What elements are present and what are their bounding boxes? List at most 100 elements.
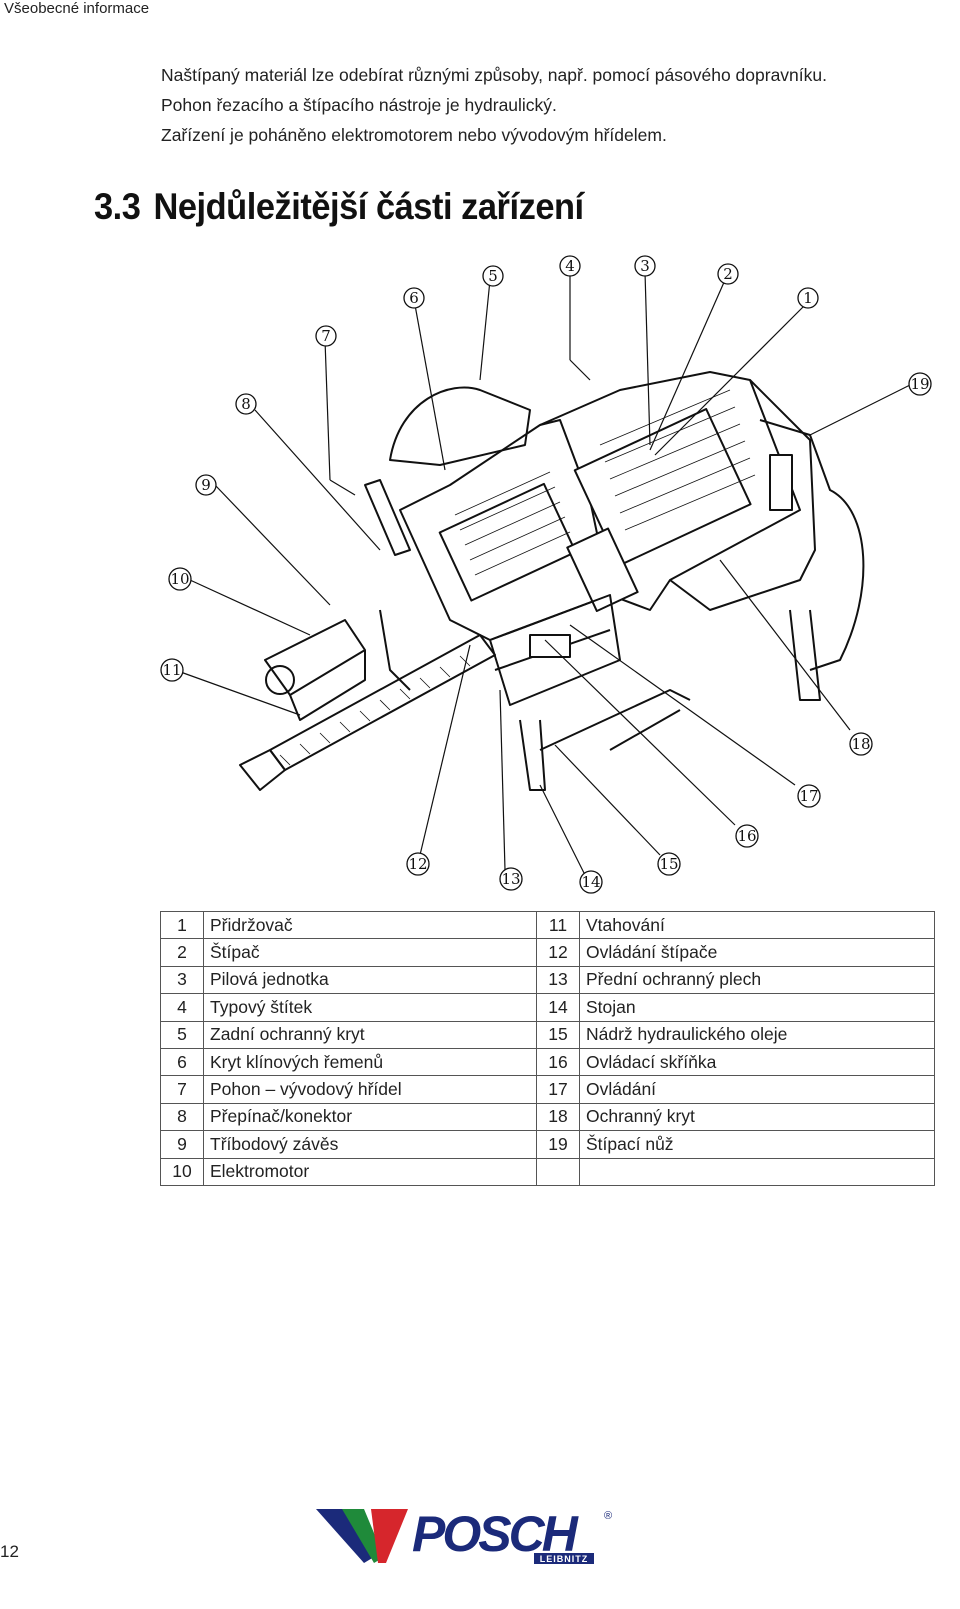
intro-line: Zařízení je poháněno elektromotorem nebo… [161,125,667,145]
callout-12: 12 [406,852,430,876]
part-number: 17 [536,1075,580,1104]
svg-text:5: 5 [488,267,498,285]
part-number: 6 [160,1047,204,1077]
callout-1: 1 [797,287,819,309]
callout-9: 9 [195,474,217,496]
part-label: Pilová jednotka [203,965,537,995]
svg-text:18: 18 [851,735,870,753]
running-header: Všeobecné informace [4,0,150,17]
part-number: 4 [160,993,204,1022]
callout-3: 3 [634,255,656,277]
part-number: 12 [536,938,580,967]
part-label: Pohon – vývodový hřídel [203,1075,537,1104]
section-number: 3.3 [94,186,141,227]
part-number: 16 [536,1047,580,1077]
table-row: 4 Typový štítek 14 Stojan [160,993,935,1022]
callout-5: 5 [482,265,504,287]
callout-13: 13 [499,867,523,891]
svg-text:2: 2 [723,265,733,283]
svg-text:13: 13 [501,870,520,888]
table-row: 2 Štípač 12 Ovládání štípače [160,938,935,967]
svg-text:14: 14 [581,873,600,891]
intro-line: Pohon řezacího a štípacího nástroje je h… [161,95,557,115]
svg-text:10: 10 [170,570,189,588]
svg-text:1: 1 [803,289,813,307]
callout-8: 8 [235,393,257,415]
intro-text: Naštípaný materiál lze odebírat různými … [161,60,827,150]
part-label: Ochranný kryt [579,1102,935,1132]
part-label: Zadní ochranný kryt [203,1020,537,1049]
svg-text:11: 11 [162,661,181,679]
parts-table: 1 Přidržovač 11 Vtahování 2 Štípač 12 Ov… [160,910,935,1186]
part-label: Kryt klínových řemenů [203,1047,537,1077]
part-number: 8 [160,1102,204,1132]
part-label: Přední ochranný plech [579,965,935,995]
svg-text:3: 3 [640,257,650,275]
svg-text:LEIBNITZ: LEIBNITZ [540,1554,589,1564]
part-number: 5 [160,1020,204,1049]
page-number: 12 [0,1542,19,1561]
callout-6: 6 [403,287,425,309]
table-row: 9 Tříbodový závěs 19 Štípací nůž [160,1130,935,1159]
callout-15: 15 [657,852,681,876]
svg-text:6: 6 [409,289,419,307]
machine-diagram: 1 2 3 4 5 6 7 [150,250,940,900]
part-number: 1 [160,910,204,940]
callout-18: 18 [849,732,873,756]
machine-illustration: 1 2 3 4 5 6 7 [160,255,932,894]
part-label: Ovládání [579,1075,935,1104]
part-label: Nádrž hydraulického oleje [579,1020,935,1049]
table-row: 7 Pohon – vývodový hřídel 17 Ovládání [160,1075,935,1104]
part-number: 7 [160,1075,204,1104]
part-number: 9 [160,1130,204,1159]
part-label: Vtahování [579,910,935,940]
table-row: 8 Přepínač/konektor 18 Ochranný kryt [160,1102,935,1132]
part-label: Elektromotor [203,1157,537,1186]
svg-text:15: 15 [659,855,678,873]
part-label: Štípací nůž [579,1130,935,1159]
part-number: 3 [160,965,204,995]
part-number: 11 [536,910,580,940]
svg-text:4: 4 [565,257,575,275]
callout-16: 16 [735,824,759,848]
logo-graphic: POSCH ® LEIBNITZ [316,1506,612,1564]
part-label: Tříbodový závěs [203,1130,537,1159]
callout-7: 7 [315,325,337,347]
callout-10: 10 [168,567,192,591]
part-label: Typový štítek [203,993,537,1022]
callout-17: 17 [797,784,821,808]
table-row: 1 Přidržovač 11 Vtahování [160,910,935,940]
svg-text:17: 17 [799,787,818,805]
table-row: 3 Pilová jednotka 13 Přední ochranný ple… [160,965,935,995]
part-label: Stojan [579,993,935,1022]
table-row: 6 Kryt klínových řemenů 16 Ovládací skří… [160,1047,935,1077]
part-number: 19 [536,1130,580,1159]
callout-4: 4 [559,255,581,277]
part-label: Ovládání štípače [579,938,935,967]
part-number: 2 [160,938,204,967]
part-label: Ovládací skříňka [579,1047,935,1077]
svg-text:POSCH: POSCH [412,1506,579,1562]
table-row: 5 Zadní ochranný kryt 15 Nádrž hydraulic… [160,1020,935,1049]
svg-text:9: 9 [201,476,211,494]
section-title: Nejdůležitější části zařízení [153,186,584,227]
svg-text:19: 19 [910,375,929,393]
part-number [536,1157,580,1186]
part-number: 10 [160,1157,204,1186]
callout-19: 19 [908,372,932,396]
part-number: 14 [536,993,580,1022]
callout-2: 2 [717,263,739,285]
svg-text:12: 12 [408,855,427,873]
section-heading: 3.3 Nejdůležitější části zařízení [94,186,597,228]
svg-text:®: ® [604,1510,612,1522]
svg-text:16: 16 [737,827,756,845]
part-number: 18 [536,1102,580,1132]
intro-line: Naštípaný materiál lze odebírat různými … [161,65,827,85]
callout-14: 14 [579,870,603,894]
part-label: Přidržovač [203,910,537,940]
svg-text:8: 8 [241,395,251,413]
part-number: 15 [536,1020,580,1049]
posch-logo: POSCH ® LEIBNITZ [316,1505,616,1567]
callout-11: 11 [160,658,184,682]
table-row: 10 Elektromotor [160,1157,935,1186]
